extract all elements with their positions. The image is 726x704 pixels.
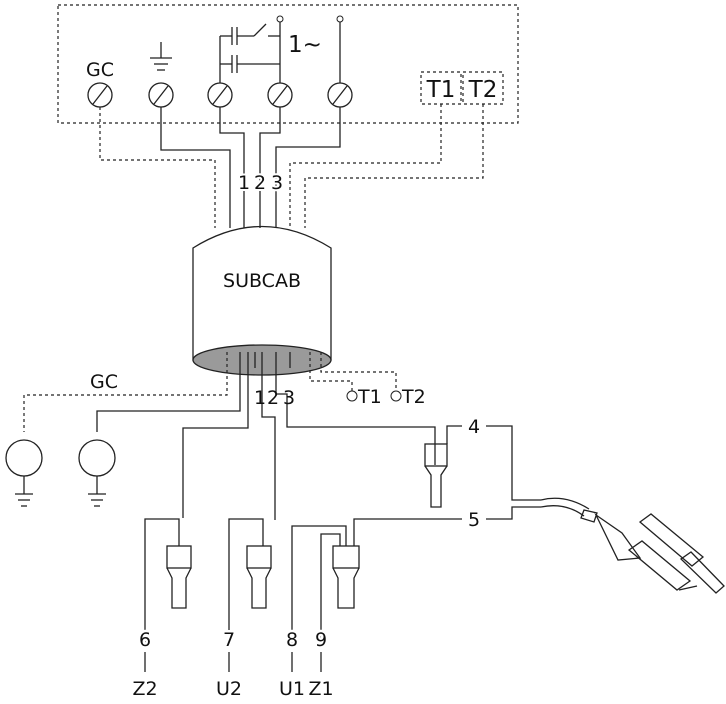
capacitor-switch-network [219, 15, 344, 83]
terminal-2 [267, 82, 293, 108]
top-wire-label-3: 3 [271, 172, 283, 194]
control-panel-box [57, 4, 519, 124]
top-wire-label-2: 2 [254, 172, 266, 194]
terminal-1 [207, 82, 233, 108]
bottom-t1-label: T1 [357, 386, 382, 408]
t1-label: T1 [426, 77, 456, 103]
wire-6-lead [144, 518, 180, 648]
wire-2-bottom [261, 352, 276, 520]
connector-89 [332, 545, 360, 609]
wire-3-bottom [275, 352, 436, 465]
lead-5-label: 5 [468, 509, 480, 531]
bottom-gc-label: GC [90, 371, 118, 393]
gc-terminal-label: GC [86, 59, 114, 81]
terminal-7-name: U2 [216, 678, 242, 700]
terminal-6-number: 6 [139, 629, 151, 651]
wire-gc-bottom [23, 352, 228, 432]
wire-ground-top [160, 107, 231, 228]
connector-1 [166, 545, 192, 609]
terminal-ground [148, 82, 174, 108]
t2-label: T2 [468, 77, 498, 103]
wire-3-top [275, 107, 341, 228]
terminal-3 [327, 82, 353, 108]
wire-2-top [259, 107, 281, 228]
connector-3 [424, 443, 448, 508]
connector-2 [246, 545, 272, 609]
motor-clamp-assembly [540, 497, 725, 594]
single-phase-label: 1~ [288, 32, 322, 58]
lead-4-label: 4 [468, 416, 480, 438]
ground-sensor-circle [78, 439, 116, 507]
wire-1-top [219, 107, 245, 228]
subcab-label: SUBCAB [223, 270, 301, 292]
motor-lead-4 [486, 425, 541, 501]
terminal-8-number: 8 [286, 629, 298, 651]
terminal-9-number: 9 [315, 629, 327, 651]
wire-4-lead [446, 425, 462, 444]
wire-1-bottom [182, 352, 249, 518]
wire-t1-bottom [309, 352, 353, 391]
wire-7-lead [228, 518, 264, 648]
top-wire-label-1: 1 [238, 172, 250, 194]
wire-t2-top [304, 104, 484, 228]
terminal-6-name: Z2 [132, 678, 157, 700]
motor-lead-5 [486, 506, 541, 520]
bottom-t2-label: T2 [401, 386, 426, 408]
terminal-8-name: U1 [279, 678, 305, 700]
t2-probe-terminal [390, 390, 402, 402]
t1-probe-terminal [346, 390, 358, 402]
wire-9-lead [320, 533, 341, 648]
terminal-7-number: 7 [223, 629, 235, 651]
wire-t1-top [289, 104, 442, 228]
terminal-9-name: Z1 [308, 678, 333, 700]
wire-gc-top [99, 107, 216, 228]
wire-5-lead [353, 518, 462, 546]
ground-symbol-panel [150, 42, 172, 71]
terminal-gc [87, 82, 113, 108]
bottom-wire-label-2: 2 [267, 387, 279, 409]
wire-ground-bottom [96, 352, 241, 432]
wire-8-lead [291, 525, 347, 648]
wire-t2-bottom [320, 352, 397, 391]
bottom-wire-label-3: 3 [283, 387, 295, 409]
bottom-wire-label-1: 1 [254, 387, 266, 409]
gc-sensor-circle [5, 439, 43, 507]
